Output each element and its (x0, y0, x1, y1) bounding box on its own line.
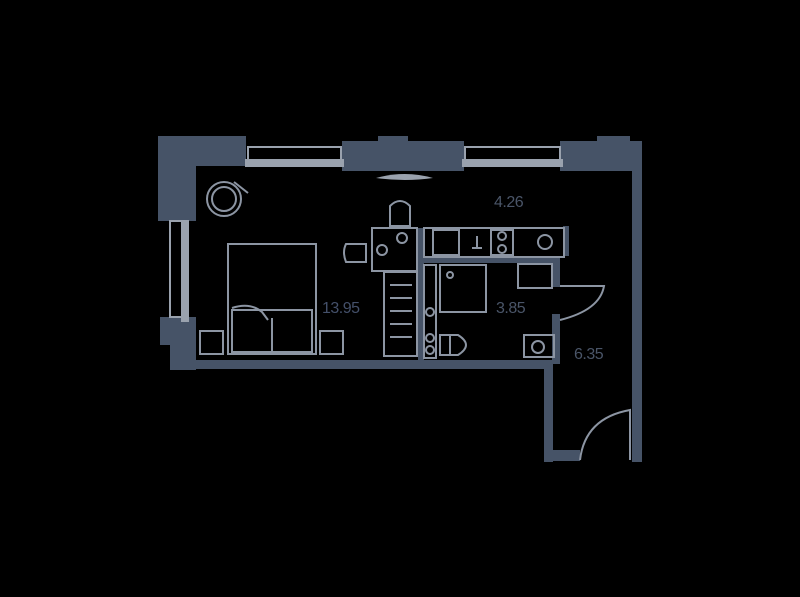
washbasin-icon (517, 263, 553, 289)
faucet-icon (472, 236, 482, 249)
toilet-icon (439, 334, 467, 356)
area-label-living-room: 13.95 (322, 300, 360, 317)
wall-top-right (560, 141, 642, 171)
furniture (199, 181, 631, 461)
stove-icon (490, 229, 514, 256)
wall-left-upper (158, 136, 196, 221)
plate-icon (396, 232, 408, 244)
kitchen-counter-icon (423, 227, 565, 258)
wardrobe-icon (383, 271, 418, 357)
fridge-icon (537, 234, 553, 250)
walls (158, 136, 642, 462)
windows (169, 146, 563, 322)
plate-icon (376, 244, 388, 256)
wall-kitchen-bath (420, 257, 560, 263)
window-top-left (247, 146, 342, 161)
dining-table-icon (371, 227, 418, 272)
area-label-hallway: 6.35 (574, 346, 604, 363)
washing-machine-icon (523, 334, 555, 358)
nightstand-right-icon (319, 330, 344, 355)
chair-top-icon (389, 200, 411, 227)
chair-left-icon (343, 243, 367, 263)
ac-unit-icon (376, 174, 433, 180)
shower-icon (439, 264, 487, 313)
armchair-icon (206, 181, 249, 217)
window-top-right (464, 146, 561, 161)
bath-shelf-icon (423, 264, 437, 359)
bathroom-door-icon (559, 285, 606, 321)
nightstand-left-icon (199, 330, 224, 355)
wall-bath-left (418, 228, 424, 368)
sink-icon (432, 229, 460, 256)
area-label-bathroom: 3.85 (496, 300, 526, 317)
entrance-door-icon (579, 408, 631, 461)
area-label-kitchen: 4.26 (494, 194, 524, 211)
wall-right (632, 160, 642, 462)
wall-bottom (170, 360, 550, 369)
wall-top-middle (342, 141, 464, 171)
bed-icon (227, 243, 317, 355)
